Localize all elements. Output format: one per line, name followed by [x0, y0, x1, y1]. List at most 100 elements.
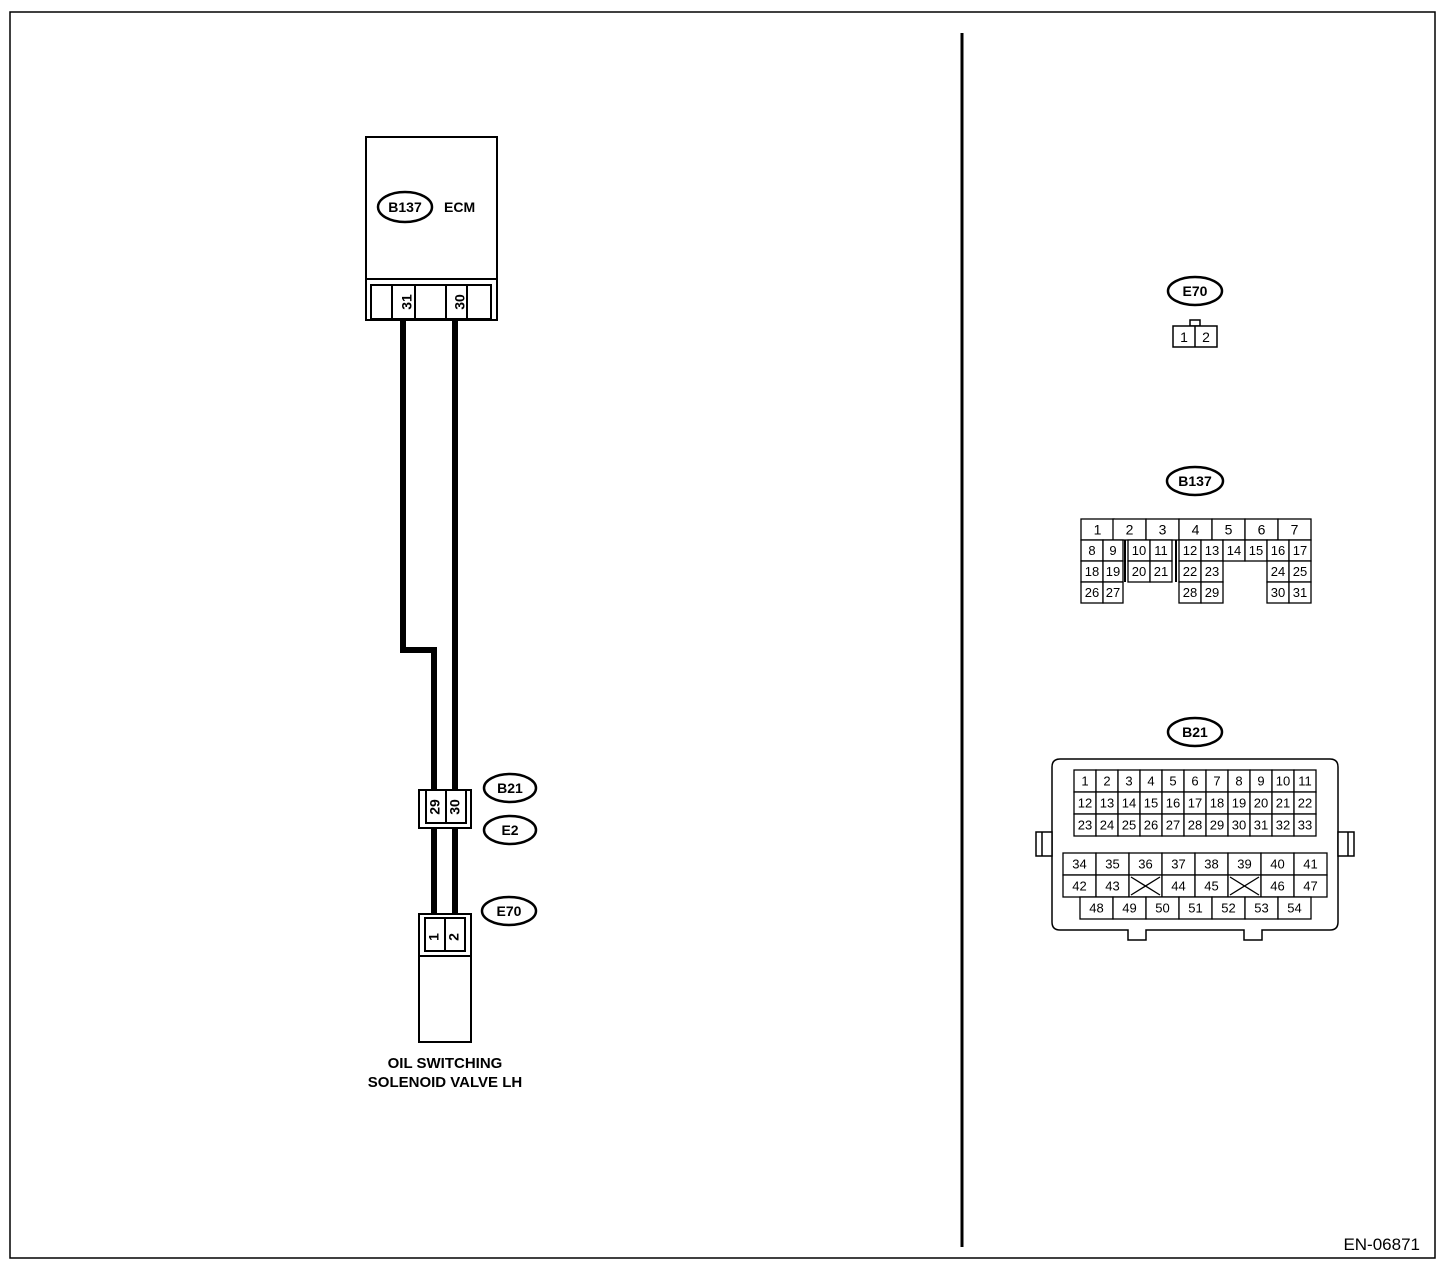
b21-pin-21: 21	[1276, 796, 1290, 811]
b137-title: B137	[1178, 473, 1212, 489]
b21-pin-18: 18	[1210, 796, 1224, 811]
b21-pin-48: 48	[1089, 901, 1103, 916]
joint-top-id: B21	[497, 780, 523, 796]
b21-pin-4: 4	[1147, 774, 1154, 789]
e70-title-badge	[1166, 275, 1224, 307]
solenoid-connector-id: E70	[497, 903, 522, 919]
b21-pin-2: 2	[1103, 774, 1110, 789]
b137-pin-23: 23	[1205, 564, 1219, 579]
b137-pin-27: 27	[1106, 585, 1120, 600]
b21-pin-19: 19	[1232, 796, 1246, 811]
b137-pin-11: 11	[1154, 543, 1168, 558]
b21-pin-14: 14	[1122, 796, 1136, 811]
blank-pin-cross	[1130, 876, 1161, 896]
b21-pin-54: 54	[1287, 901, 1301, 916]
b21-pin-9: 9	[1257, 774, 1264, 789]
b21-pin-32: 32	[1276, 818, 1290, 833]
joint-terminal-30: 30	[447, 799, 463, 815]
b137-pin-14: 14	[1227, 543, 1241, 558]
b21-right-latch	[1337, 831, 1355, 857]
b21-pin-25: 25	[1122, 818, 1136, 833]
ecm-connector-id: B137	[388, 199, 422, 215]
b21-pin-37: 37	[1171, 857, 1185, 872]
solenoid-connector-badge	[480, 895, 538, 927]
b21-pin-26: 26	[1144, 818, 1158, 833]
b21-pin-15: 15	[1144, 796, 1158, 811]
b21-pin-11: 11	[1298, 774, 1312, 789]
b21-pin-13: 13	[1100, 796, 1114, 811]
b137-pin-26: 26	[1085, 585, 1099, 600]
b21-pin-10: 10	[1276, 774, 1290, 789]
b137-pin-18: 18	[1085, 564, 1099, 579]
solenoid-label-line1: OIL SWITCHING	[388, 1055, 503, 1072]
solenoid-terminal-1: 1	[426, 933, 442, 941]
b137-pin-5: 5	[1225, 522, 1233, 538]
b137-pin-16: 16	[1271, 543, 1285, 558]
b137-pin-12: 12	[1183, 543, 1197, 558]
connector-view-e70: E70 1 2	[1166, 275, 1224, 348]
b21-pin-12: 12	[1078, 796, 1092, 811]
ecm-label: ECM	[444, 199, 475, 215]
b137-pin-2: 2	[1126, 522, 1134, 538]
b137-pin-30: 30	[1271, 585, 1285, 600]
b21-left-latch	[1035, 831, 1053, 857]
b21-pin-45: 45	[1204, 879, 1218, 894]
b137-pin-13: 13	[1205, 543, 1219, 558]
b21-pin-34: 34	[1072, 857, 1086, 872]
b21-pin-49: 49	[1122, 901, 1136, 916]
b21-pin-30: 30	[1232, 818, 1246, 833]
b21-pin-47: 47	[1303, 879, 1317, 894]
b137-pin-25: 25	[1293, 564, 1307, 579]
figure-id: EN-06871	[1343, 1235, 1420, 1254]
b21-pin-28: 28	[1188, 818, 1202, 833]
joint-top-badge	[482, 772, 538, 804]
b21-pin-35: 35	[1105, 857, 1119, 872]
b21-pin-52: 52	[1221, 901, 1235, 916]
b21-pin-40: 40	[1270, 857, 1284, 872]
page-frame	[9, 11, 1436, 1259]
b21-pin-43: 43	[1105, 879, 1119, 894]
b21-title-badge	[1166, 716, 1224, 748]
b137-pin-15: 15	[1249, 543, 1263, 558]
b137-pin-24: 24	[1271, 564, 1285, 579]
b21-pin-51: 51	[1188, 901, 1202, 916]
b137-pin-3: 3	[1159, 522, 1167, 538]
b21-pin-23: 23	[1078, 818, 1092, 833]
b21-pin-7: 7	[1213, 774, 1220, 789]
b137-pin-6: 6	[1258, 522, 1266, 538]
b137-pin-28: 28	[1183, 585, 1197, 600]
circuit-diagram: 31 30 B137 ECM 29 30 B21 E2 1 2 E70 OIL …	[365, 136, 538, 1091]
b21-pin-39: 39	[1237, 857, 1251, 872]
b137-pin-17: 17	[1293, 543, 1307, 558]
b21-pin-38: 38	[1204, 857, 1218, 872]
joint-bottom-id: E2	[501, 822, 518, 838]
e70-pin-1: 1	[1180, 329, 1188, 345]
b137-pin-22: 22	[1183, 564, 1197, 579]
b21-pin-33: 33	[1298, 818, 1312, 833]
b21-pin-20: 20	[1254, 796, 1268, 811]
b137-pin-31: 31	[1293, 585, 1307, 600]
b21-pin-41: 41	[1303, 857, 1317, 872]
blank-pin-cross	[1229, 876, 1260, 896]
b21-title: B21	[1182, 724, 1208, 740]
ecm-connector-badge	[376, 190, 434, 224]
b137-pin-9: 9	[1109, 543, 1116, 558]
joint-terminal-29: 29	[427, 799, 443, 815]
b137-pin-8: 8	[1088, 543, 1095, 558]
solenoid-label-line2: SOLENOID VALVE LH	[368, 1074, 522, 1091]
b21-pin-22: 22	[1298, 796, 1312, 811]
b21-pin-33-cell	[1293, 813, 1317, 837]
wire-31-to-29	[400, 320, 437, 790]
b21-pin-29: 29	[1210, 818, 1224, 833]
e70-title: E70	[1183, 283, 1208, 299]
b137-pin-4: 4	[1192, 522, 1200, 538]
e70-pin-2: 2	[1202, 329, 1210, 345]
b21-pin-36: 36	[1138, 857, 1152, 872]
b21-pin-27: 27	[1166, 818, 1180, 833]
b137-pin-1: 1	[1094, 522, 1102, 538]
ecm-terminal-30: 30	[452, 294, 468, 310]
b21-pin-6: 6	[1191, 774, 1198, 789]
ecm-terminal-31: 31	[399, 294, 415, 310]
